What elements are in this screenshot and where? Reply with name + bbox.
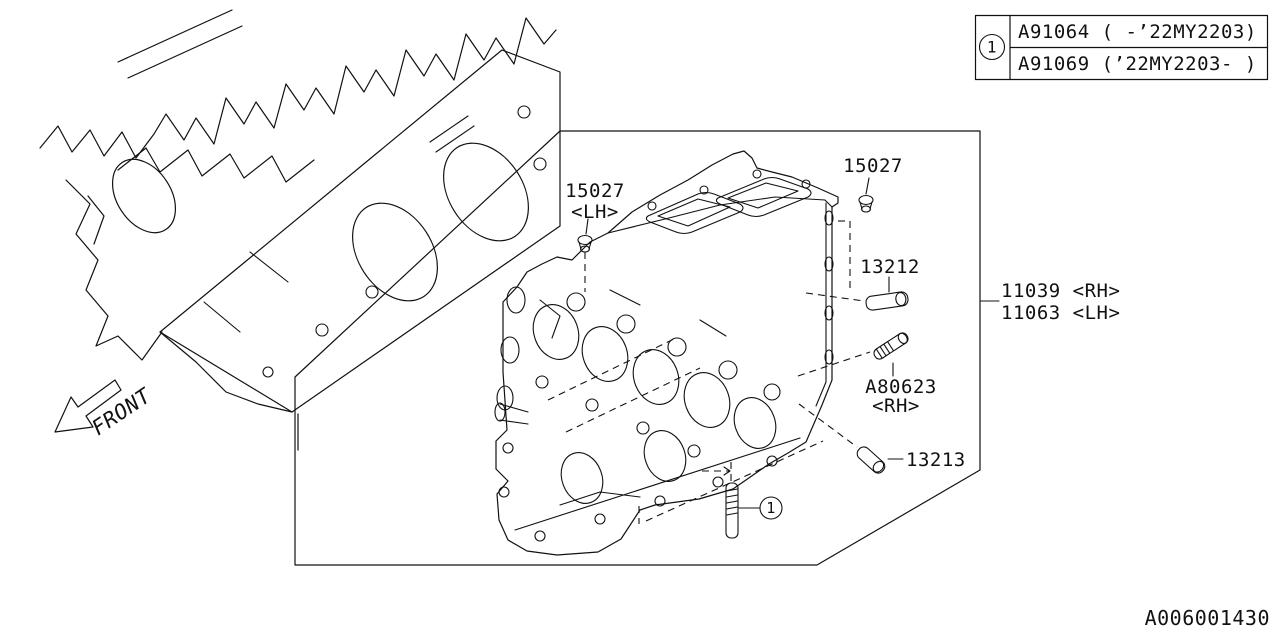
projection-dashed-lines: [584, 220, 871, 524]
drawing-number: A006001430: [1145, 606, 1270, 630]
part-label-13213[interactable]: 13213: [906, 449, 966, 471]
head-stud-glyph: [725, 482, 739, 539]
engine-block-drawing: [39, 9, 561, 451]
legend-table: 1 A91064 ( -’22MY2203) A91069 (’22MY2203…: [974, 14, 1269, 81]
callout-1-number: 1: [766, 499, 776, 517]
dowel-pin-13213-glyph: [856, 446, 886, 474]
legend-ref-badge: 1: [978, 33, 1006, 61]
stud-bolt-a80623-glyph: [873, 332, 909, 360]
leader-lines: [585, 177, 904, 509]
part-label-15027-lh-side: <LH>: [571, 201, 619, 223]
callout-1-badge[interactable]: 1: [759, 496, 783, 520]
plug-bolt-rh-glyph: [858, 194, 874, 213]
part-label-15027-rh[interactable]: 15027: [843, 155, 903, 177]
front-arrow: FRONT: [54, 379, 156, 440]
legend-ref-number: 1: [987, 38, 997, 57]
part-label-13212[interactable]: 13212: [860, 256, 920, 278]
legend-row-a91069[interactable]: A91069 (’22MY2203- ): [1018, 53, 1257, 75]
part-label-11063-lh[interactable]: 11063 <LH>: [1001, 302, 1120, 324]
cylinder-head-drawing: [494, 150, 839, 556]
part-label-a80623-side: <RH>: [872, 395, 920, 417]
part-label-11039-rh[interactable]: 11039 <RH>: [1001, 280, 1120, 302]
legend-row-a91064[interactable]: A91064 ( -’22MY2203): [1018, 21, 1257, 43]
front-arrow-icon: [54, 379, 122, 433]
part-label-a80623[interactable]: A80623: [865, 376, 937, 398]
part-label-15027-lh[interactable]: 15027: [565, 180, 625, 202]
plug-bolt-lh-glyph: [577, 234, 593, 253]
view-enclosure: [294, 130, 1000, 566]
dowel-pin-13212-glyph: [865, 291, 909, 311]
front-arrow-label: FRONT: [87, 383, 156, 440]
